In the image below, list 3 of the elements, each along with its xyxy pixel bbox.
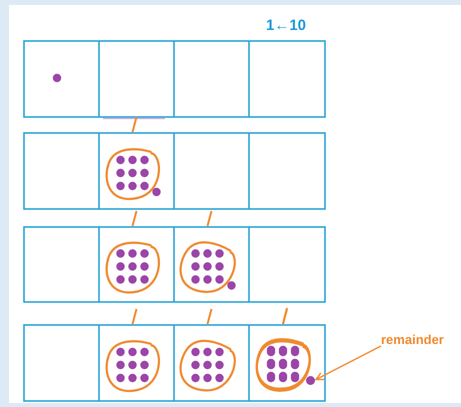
leader-arrow	[315, 345, 382, 380]
callout-text: remainder	[381, 331, 445, 349]
place-value-label: 1←10	[266, 17, 306, 36]
